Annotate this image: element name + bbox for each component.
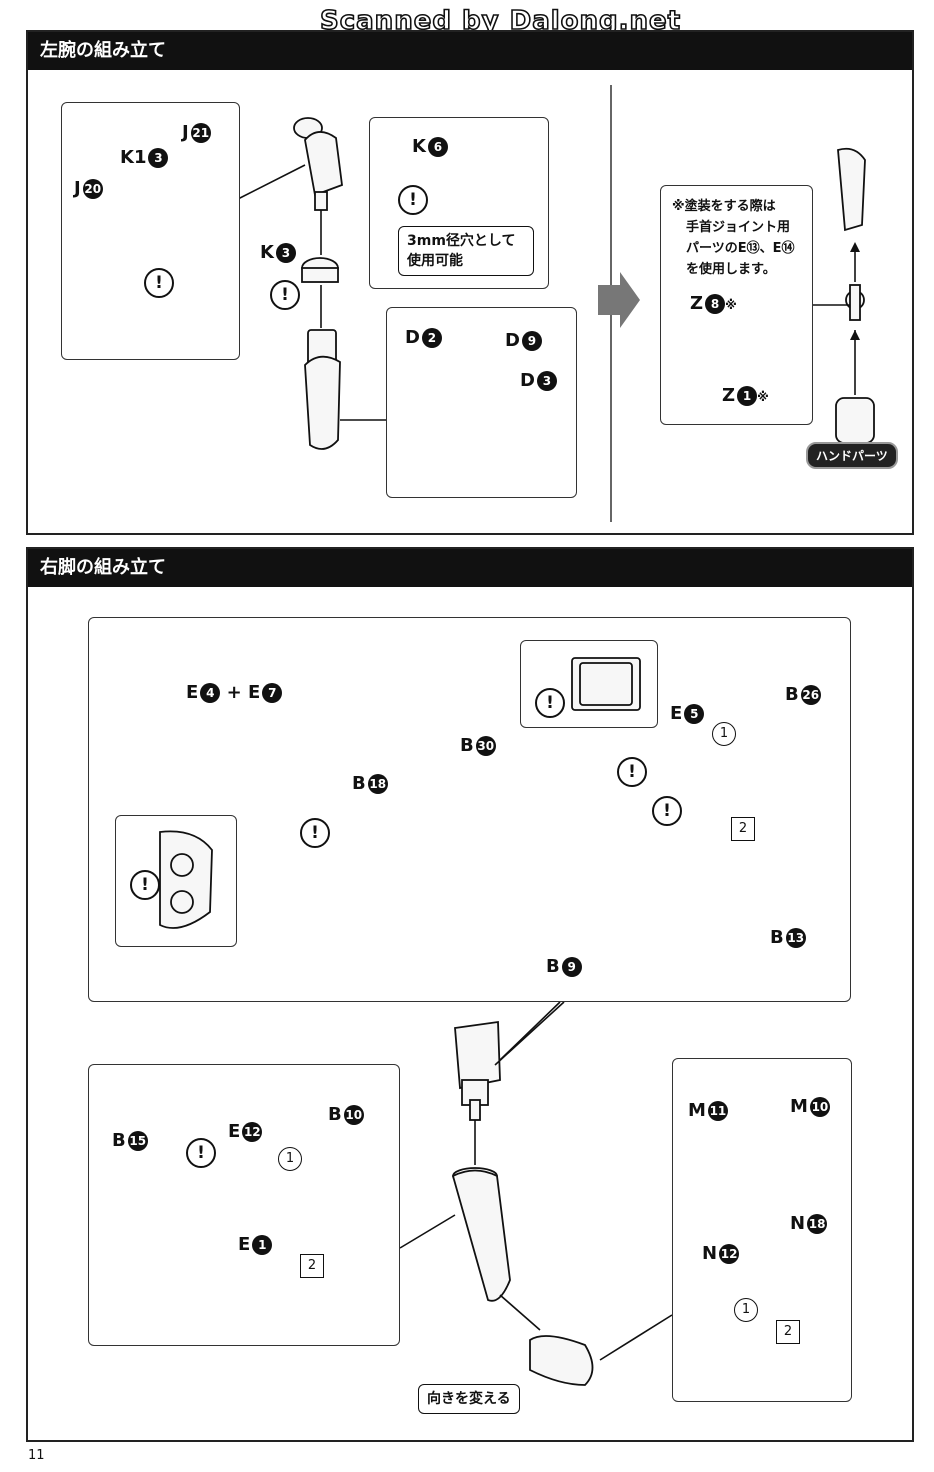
- page-number: 11: [28, 1448, 45, 1463]
- hand-note-panel: [660, 185, 813, 425]
- right-leg-section: 右脚の組み立て: [26, 547, 914, 1442]
- step-2-badge: 2: [300, 1254, 324, 1278]
- warning-icon: !: [535, 688, 565, 718]
- change-direction-label: 向きを変える: [418, 1384, 520, 1414]
- warning-icon: !: [130, 870, 160, 900]
- right-leg-header: 右脚の組み立て: [28, 549, 912, 587]
- warning-icon: !: [300, 818, 330, 848]
- hand-parts-badge: ハンドパーツ: [806, 442, 898, 469]
- step-1-badge: 1: [278, 1147, 302, 1171]
- painting-note: ※塗装をする際は 手首ジョイント用 パーツのE⑬、E⑭ を使用します。: [672, 199, 795, 277]
- step-2-badge: 2: [731, 817, 755, 841]
- callout-3mm-hole: 3mm径穴として使用可能: [398, 226, 534, 276]
- shoulder-part-illustration: [293, 117, 343, 450]
- step-1-badge: 1: [734, 1298, 758, 1322]
- upper-arm-parts-panel: [61, 102, 240, 360]
- left-arm-header: 左腕の組み立て: [28, 32, 912, 70]
- warning-icon: !: [398, 185, 428, 215]
- warning-icon: !: [144, 268, 174, 298]
- warning-icon: !: [270, 280, 300, 310]
- warning-icon: !: [617, 757, 647, 787]
- step-1-badge: 1: [712, 722, 736, 746]
- step-2-badge: 2: [776, 1320, 800, 1344]
- left-arm-section: 左腕の組み立て: [26, 30, 914, 535]
- warning-icon: !: [652, 796, 682, 826]
- forearm-parts-panel: [386, 307, 577, 498]
- warning-icon: !: [186, 1138, 216, 1168]
